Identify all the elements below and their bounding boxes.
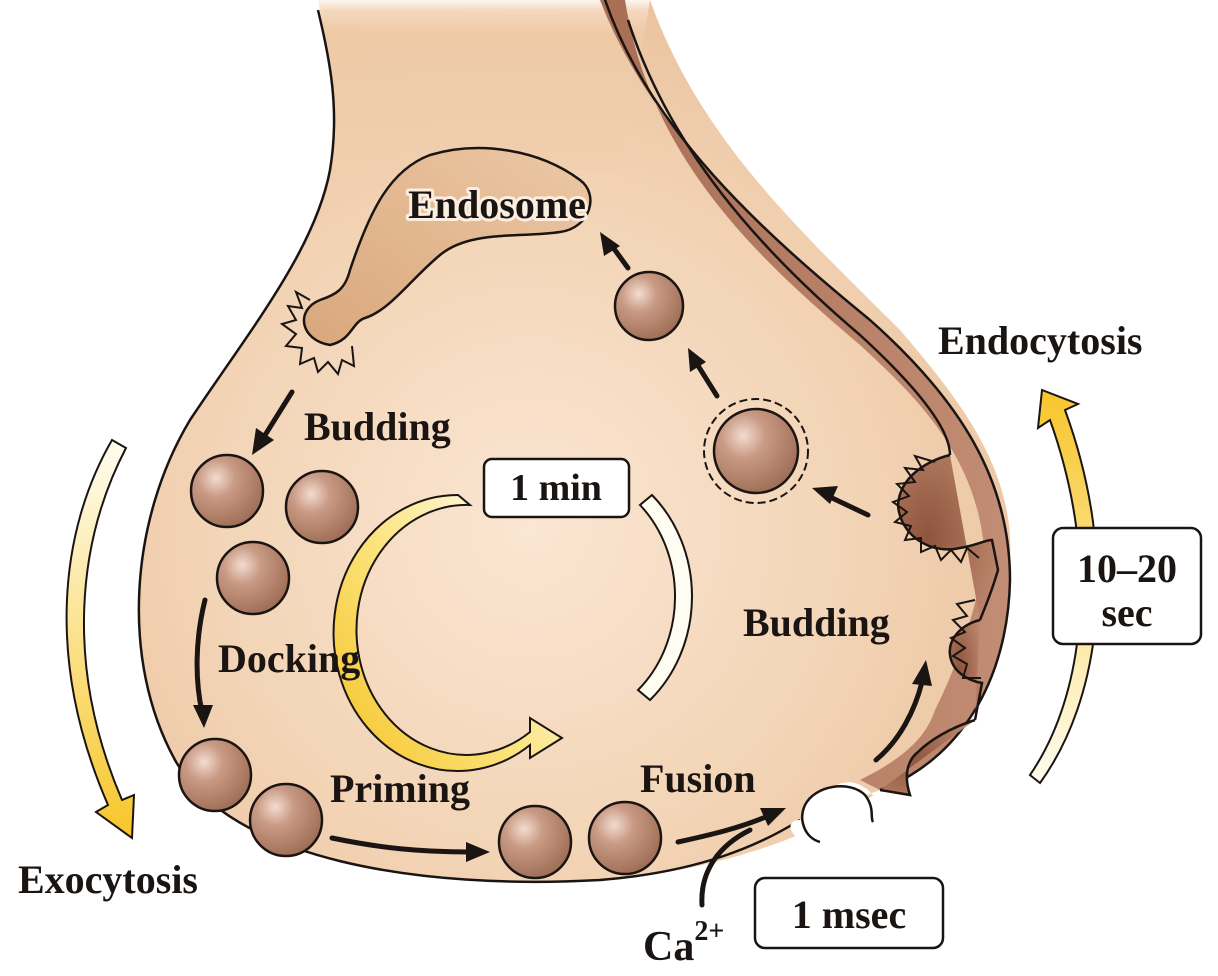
fusion-pore-outline — [801, 785, 875, 844]
axon-shaft — [318, 0, 650, 170]
arrow-budding-to-vesicles — [259, 389, 295, 443]
arrow-calcium — [699, 827, 753, 908]
arrowhead — [912, 660, 932, 686]
cycle-arrow — [332, 493, 693, 772]
timescale-cycle-text: 1 min — [510, 467, 602, 509]
vesicle — [248, 782, 324, 858]
arrow-vesicle-to-endosome — [609, 243, 631, 271]
arrow-budding-up — [873, 679, 925, 763]
calcium-symbol: Ca — [643, 924, 694, 970]
endosome — [279, 146, 592, 377]
arrowhead — [193, 705, 213, 728]
terminal-outline — [137, 9, 801, 884]
clathrin-coat-vesicle — [703, 398, 809, 504]
label-calcium: Ca2+ — [643, 916, 724, 970]
coated-pit-shallow — [948, 599, 984, 721]
timescale-endocytosis-line1: 10–20 — [1077, 546, 1177, 591]
label-budding-top: Budding — [304, 404, 451, 449]
label-docking: Docking — [218, 636, 360, 681]
vesicle — [215, 540, 291, 616]
arrowhead — [688, 348, 706, 372]
arrow-pit-to-coated — [827, 494, 871, 518]
vesicle-coated — [712, 407, 800, 495]
timescale-endocytosis: 10–20 sec — [1051, 526, 1203, 646]
label-priming: Priming — [330, 766, 470, 811]
arrow-docking — [194, 597, 208, 715]
timescale-endocytosis-line2: sec — [1101, 590, 1152, 635]
vesicle — [177, 737, 253, 813]
coated-pit-deep — [890, 453, 1000, 621]
timescale-fusion-text: 1 msec — [792, 892, 906, 937]
arrow-fusion — [675, 813, 771, 845]
vesicle — [587, 800, 663, 876]
membrane-bump — [879, 718, 976, 797]
arrowhead — [812, 486, 838, 504]
label-exocytosis: Exocytosis — [18, 857, 198, 902]
endocytosis-arrow — [1028, 388, 1099, 785]
arrowhead — [600, 232, 620, 256]
arrowhead — [466, 842, 490, 862]
membrane-outer-line — [603, 0, 1012, 792]
calcium-charge: 2+ — [694, 916, 724, 947]
arrow-priming — [329, 835, 473, 855]
vesicle — [189, 453, 265, 529]
exocytosis-arrow — [65, 438, 136, 840]
arrow-coated-to-vesicle — [694, 361, 720, 399]
process-arrows — [193, 232, 932, 908]
timescale-fusion: 1 msec — [753, 876, 945, 950]
clathrin-coat-endosome — [279, 289, 356, 377]
vesicle — [497, 804, 573, 880]
arrowhead — [252, 428, 274, 455]
label-endosome: Endosome — [408, 182, 586, 227]
label-budding-right: Budding — [743, 600, 890, 645]
timescale-cycle: 1 min — [482, 457, 631, 519]
label-fusion: Fusion — [640, 756, 756, 801]
label-endocytosis: Endocytosis — [938, 318, 1143, 363]
vesicle — [284, 469, 360, 545]
membrane-inner-line — [626, 19, 952, 456]
vesicles — [177, 270, 809, 880]
arrowhead — [760, 808, 786, 826]
vesicle — [613, 270, 685, 342]
